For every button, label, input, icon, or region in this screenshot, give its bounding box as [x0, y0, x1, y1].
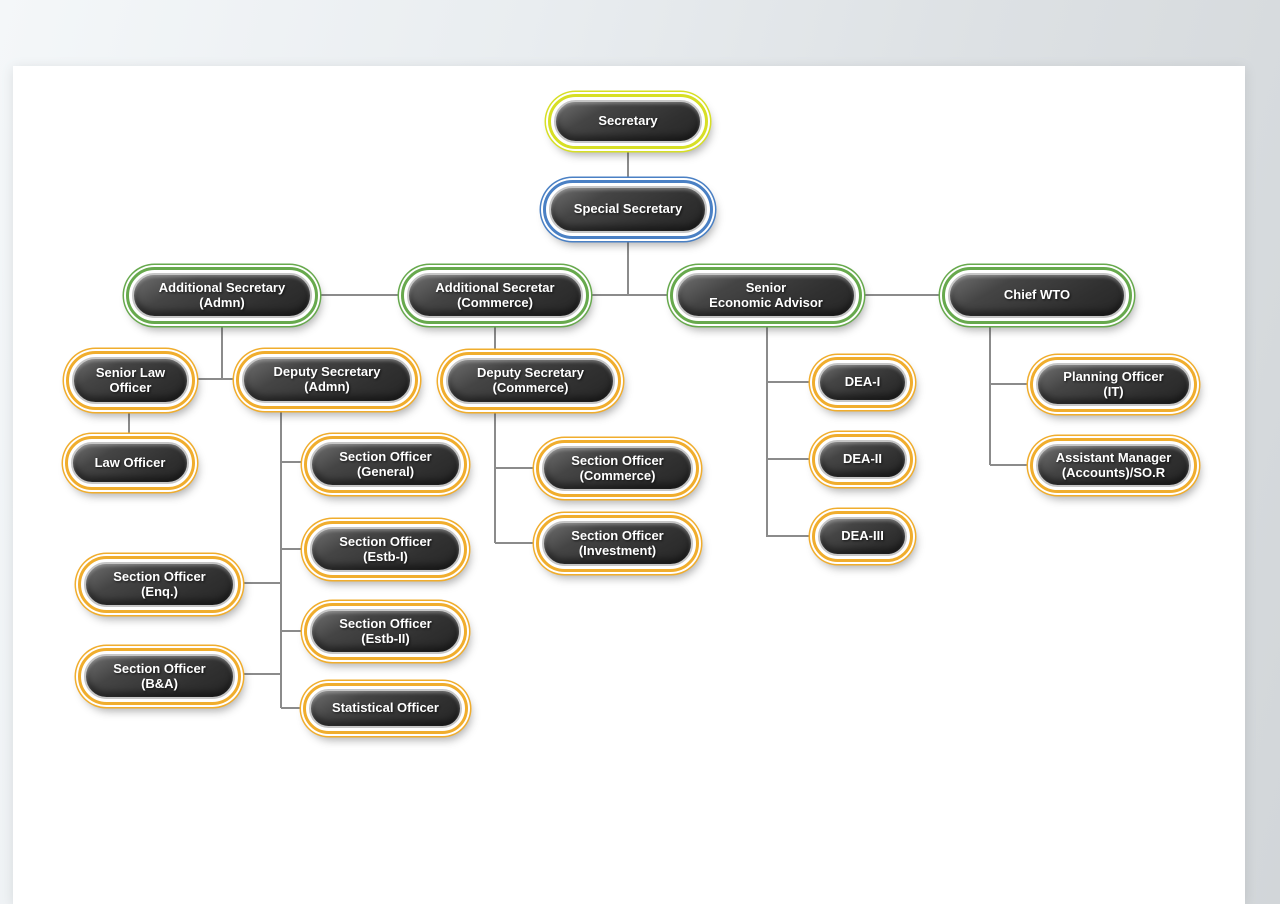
node-statistical-officer: Statistical Officer	[303, 683, 468, 734]
connector-stub-dea3	[767, 535, 812, 537]
node-label: Section Officer (Enq.)	[113, 568, 206, 599]
connector-stub-dea2	[767, 458, 812, 460]
pill: Section Officer (Enq.)	[84, 562, 235, 607]
node-label: Senior Law Officer	[95, 364, 166, 395]
pill: Special Secretary	[549, 186, 707, 233]
node-dea-ii: DEA-II	[812, 434, 913, 485]
node-label: Assistant Manager (Accounts)/SO.R	[1055, 449, 1172, 480]
connector-trunk-sea	[766, 323, 768, 537]
node-section-officer-estb-i: Section Officer (Estb-I)	[304, 521, 467, 578]
node-chief-wto: Chief WTO	[942, 267, 1132, 324]
node-label: Additional Secretary (Admn)	[158, 279, 286, 310]
node-law-officer: Law Officer	[65, 436, 195, 490]
node-label: Section Officer (B&A)	[113, 660, 206, 691]
connector-slaw-law	[128, 410, 130, 437]
node-dea-i: DEA-I	[812, 357, 913, 408]
node-additional-secretary-commerce: Additional Secretar (Commerce)	[401, 267, 589, 324]
pill: Section Officer (Investment)	[542, 521, 693, 566]
pill: Additional Secretary (Admn)	[132, 273, 312, 318]
pill: Statistical Officer	[309, 689, 462, 728]
pill: Section Officer (Estb-I)	[310, 527, 461, 572]
connector-special-row	[627, 238, 629, 296]
pill: Section Officer (Commerce)	[542, 446, 693, 491]
node-deputy-secretary-admn: Deputy Secretary (Admn)	[236, 351, 418, 409]
connector-stub-so-general	[281, 461, 304, 463]
pill: Section Officer (General)	[310, 442, 461, 487]
node-senior-economic-advisor: Senior Economic Advisor	[670, 267, 862, 324]
node-label: Chief WTO	[1003, 287, 1071, 303]
node-label: Secretary	[598, 113, 658, 129]
node-assistant-manager: Assistant Manager (Accounts)/SO.R	[1030, 438, 1197, 493]
pill: Law Officer	[71, 442, 189, 484]
node-label: Section Officer (General)	[339, 448, 432, 479]
pill: Chief WTO	[948, 273, 1126, 318]
node-label: Section Officer (Commerce)	[571, 452, 664, 483]
node-label: Statistical Officer	[332, 700, 439, 716]
node-label: DEA-I	[844, 374, 881, 390]
pill: Deputy Secretary (Commerce)	[446, 358, 615, 404]
connector-stub-asst-manager	[990, 464, 1030, 466]
pill: Senior Economic Advisor	[676, 273, 856, 318]
pill: DEA-II	[818, 440, 907, 479]
connector-row-1	[318, 294, 401, 296]
node-planning-officer-it: Planning Officer (IT)	[1030, 357, 1197, 412]
connector-asadmn-down	[221, 323, 223, 380]
connector-trunk-admn	[280, 408, 282, 708]
connector-stub-so-ba	[241, 673, 280, 675]
connector-stub-dea1	[767, 381, 812, 383]
pill: Assistant Manager (Accounts)/SO.R	[1036, 444, 1191, 487]
pill: Secretary	[554, 100, 702, 143]
node-secretary: Secretary	[548, 94, 708, 149]
node-senior-law-officer: Senior Law Officer	[66, 351, 195, 410]
pill: DEA-I	[818, 363, 907, 402]
pill: Section Officer (B&A)	[84, 654, 235, 699]
node-label: Deputy Secretary (Commerce)	[477, 365, 584, 395]
connector-trunk-commerce	[494, 409, 496, 543]
node-section-officer-investment: Section Officer (Investment)	[536, 515, 699, 572]
node-label: DEA-II	[843, 451, 882, 467]
connector-trunk-wto	[989, 323, 991, 465]
pill: Planning Officer (IT)	[1036, 363, 1191, 406]
node-label: Special Secretary	[573, 201, 683, 217]
node-label: Planning Officer (IT)	[1063, 368, 1164, 399]
node-label: Section Officer (Estb-I)	[339, 533, 432, 564]
node-section-officer-general: Section Officer (General)	[304, 436, 467, 493]
node-label: DEA-III	[841, 528, 884, 544]
node-label: Law Officer	[94, 454, 166, 470]
connector-ascomm-dscomm	[494, 322, 496, 353]
node-label: Deputy Secretary (Admn)	[273, 364, 381, 394]
connector-stub-so-estb2	[281, 630, 304, 632]
pill: Section Officer (Estb-II)	[310, 609, 461, 654]
connector-row-2	[589, 294, 670, 296]
pill: Senior Law Officer	[72, 357, 189, 404]
connector-stub-planning	[990, 383, 1030, 385]
connector-stub-statistical	[281, 707, 303, 709]
node-section-officer-ba: Section Officer (B&A)	[78, 648, 241, 705]
node-section-officer-estb-ii: Section Officer (Estb-II)	[304, 603, 467, 660]
node-label: Senior Economic Advisor	[709, 279, 823, 310]
node-deputy-secretary-commerce: Deputy Secretary (Commerce)	[440, 352, 621, 410]
node-label: Section Officer (Estb-II)	[339, 615, 432, 646]
connector-stub-so-enq	[241, 582, 280, 584]
node-additional-secretary-admn: Additional Secretary (Admn)	[126, 267, 318, 324]
node-label: Section Officer (Investment)	[571, 527, 664, 558]
node-section-officer-enq: Section Officer (Enq.)	[78, 556, 241, 613]
connector-stub-so-investment	[495, 542, 536, 544]
node-label: Additional Secretar (Commerce)	[435, 279, 555, 310]
pill: Additional Secretar (Commerce)	[407, 273, 583, 318]
connector-stub-so-estb1	[281, 548, 304, 550]
connector-stub-so-commerce	[495, 467, 536, 469]
pill: Deputy Secretary (Admn)	[242, 357, 412, 403]
connector-secretary-special	[627, 149, 629, 180]
node-dea-iii: DEA-III	[812, 511, 913, 562]
connector-slaw-dsadmn	[195, 378, 236, 380]
node-special-secretary: Special Secretary	[543, 180, 713, 239]
node-section-officer-commerce: Section Officer (Commerce)	[536, 440, 699, 497]
pill: DEA-III	[818, 517, 907, 556]
connector-row-3	[862, 294, 942, 296]
